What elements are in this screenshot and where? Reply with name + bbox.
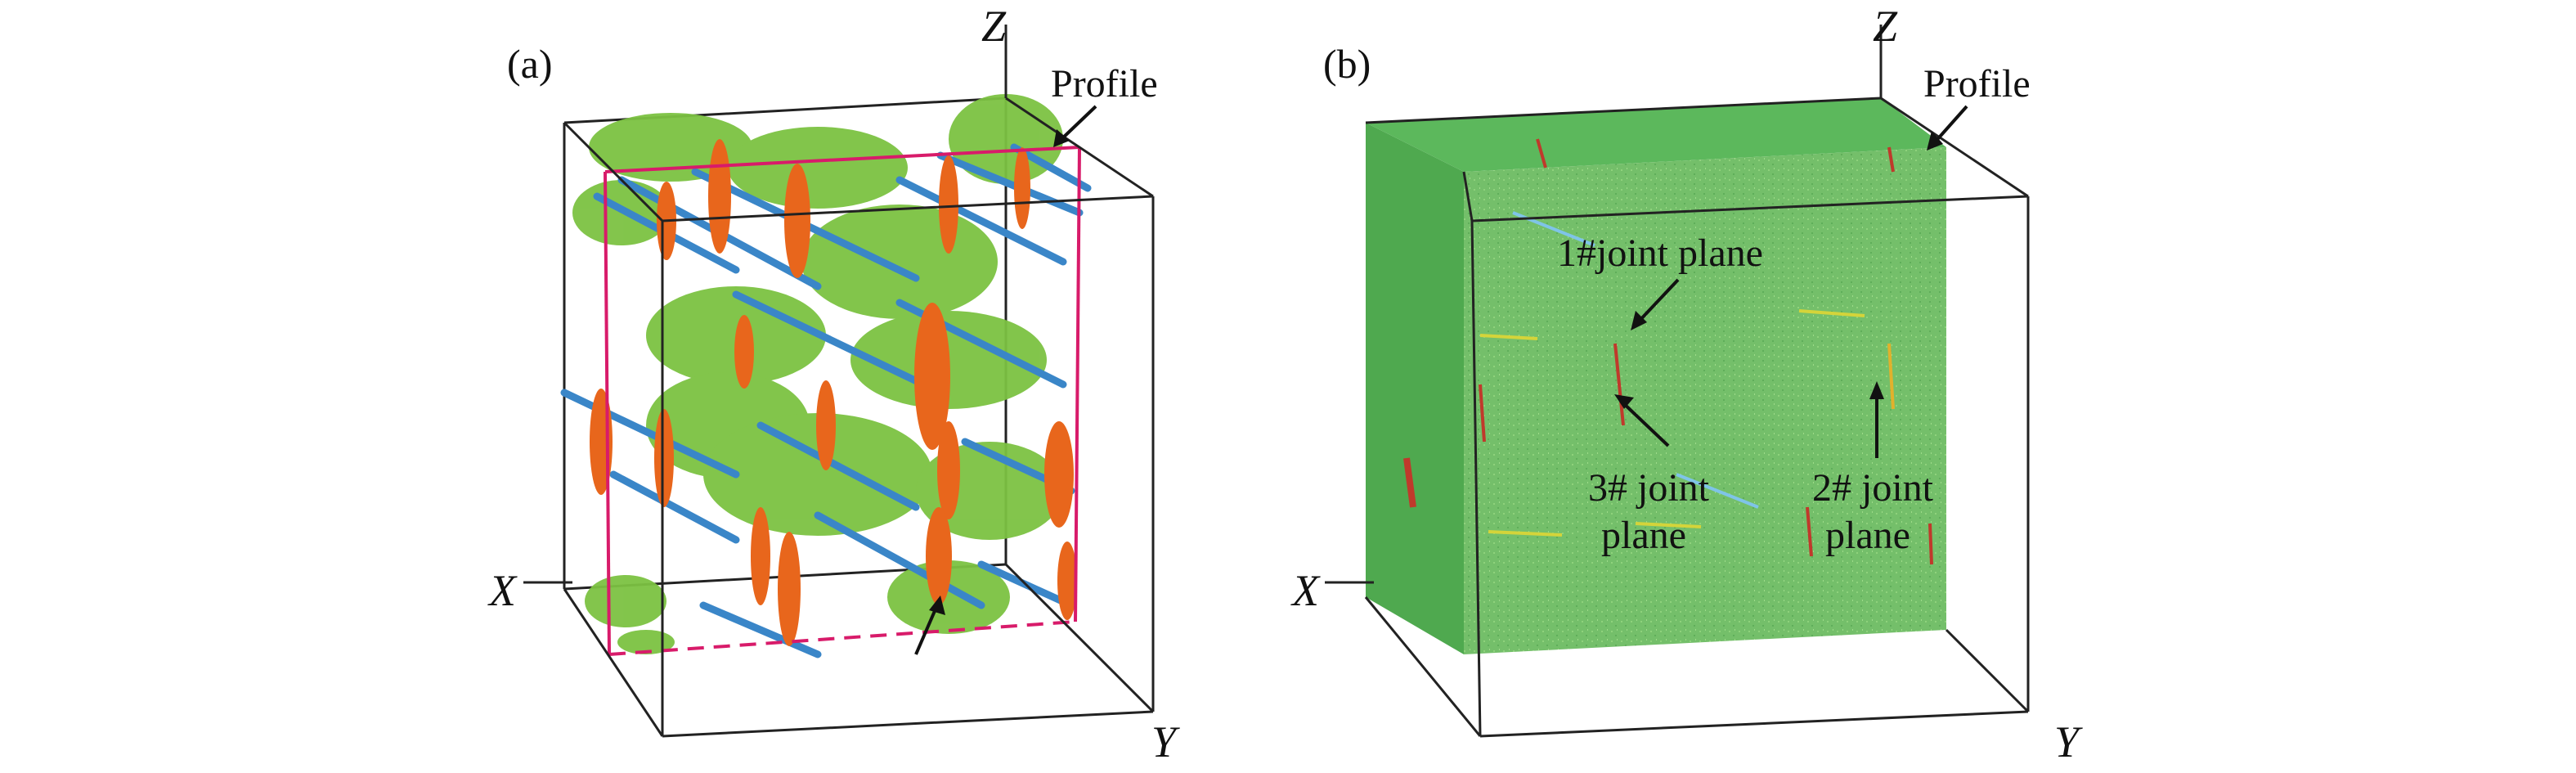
panel-a: Z X Y (a) Profile (487, 2, 1180, 766)
joint-lens (751, 507, 770, 605)
joint-trace (1479, 384, 1486, 443)
profile-annotation: Profile (1923, 62, 2031, 106)
joint-trace (895, 176, 1067, 266)
joint-1-arrow (1631, 278, 1680, 330)
joint-lens (914, 303, 950, 450)
joint-2-annotation-line-2: plane (1825, 514, 1910, 557)
joint-trace (732, 290, 945, 397)
joint-lens (708, 139, 731, 254)
joint-lens (654, 409, 674, 507)
joint-trace (699, 601, 822, 658)
panel-a-box-front (563, 97, 1155, 738)
joint-trace (1488, 530, 1563, 537)
panel-a-joint-set-2 (590, 139, 1077, 646)
joint-trace (1613, 343, 1625, 426)
joint-lens (778, 532, 801, 646)
panel-b-model (1366, 98, 1946, 654)
joint-pointer-arrow (914, 595, 945, 655)
model-front-face (1464, 147, 1946, 654)
joint-trace (1798, 309, 1865, 317)
joint-1-annotation: 1#joint plane (1557, 231, 1763, 275)
joint-trace (1479, 334, 1538, 340)
joint-trace (1928, 523, 1933, 565)
joint-lens (784, 164, 810, 278)
axis-label-x: X (487, 566, 518, 615)
axis-label-z: Z (981, 2, 1007, 51)
joint-lens (1014, 147, 1030, 229)
joint-lens (1044, 421, 1074, 528)
joint-disc (617, 630, 675, 654)
joint-3-arrow (1614, 394, 1670, 447)
joint-lens (937, 421, 960, 519)
joint-lens (734, 315, 754, 389)
joint-disc (585, 575, 666, 627)
joint-trace (814, 511, 985, 609)
joint-trace (1536, 138, 1547, 169)
joint-trace (1887, 343, 1895, 410)
joint-3-annotation-line-1: 3# joint (1588, 466, 1710, 510)
joint-lens (926, 507, 952, 605)
joint-trace (936, 151, 1084, 217)
joint-disc (887, 560, 1010, 634)
joint-lens (816, 380, 836, 470)
joint-disc (728, 127, 908, 209)
joint-lens (939, 155, 958, 254)
joint-disc (949, 94, 1063, 184)
joint-trace (1887, 146, 1895, 173)
axis-label-z: Z (1873, 2, 1898, 51)
panel-b-box (1325, 25, 2030, 738)
joint-trace (1635, 522, 1702, 528)
joint-trace (1403, 457, 1416, 508)
joint-lens (1057, 542, 1077, 620)
panel-b: Z X Y (b) Profile 1#joint plane 3# joint… (1290, 2, 2083, 766)
joint-2-arrow (1869, 381, 1884, 458)
panel-a-axes: Z X Y (487, 2, 1180, 766)
joint-disc (703, 413, 932, 536)
joint-2-annotation-line-1: 2# joint (1812, 466, 1934, 510)
joint-trace (609, 470, 740, 544)
joint-trace (1806, 506, 1813, 557)
axis-label-y: Y (1151, 717, 1180, 766)
joint-trace (756, 421, 920, 511)
axis-label-x: X (1290, 566, 1321, 615)
profile-arrow (1053, 105, 1097, 147)
model-left-face (1366, 123, 1464, 654)
axis-label-y: Y (2054, 717, 2083, 766)
profile-annotation: Profile (1051, 62, 1158, 106)
profile-arrow (1927, 105, 1968, 151)
joint-3-annotation-line-2: plane (1601, 514, 1686, 557)
panel-a-profile-frame (604, 146, 1081, 656)
panel-label: (a) (507, 41, 553, 87)
joint-trace (1676, 473, 1759, 509)
panel-label: (b) (1323, 41, 1371, 87)
